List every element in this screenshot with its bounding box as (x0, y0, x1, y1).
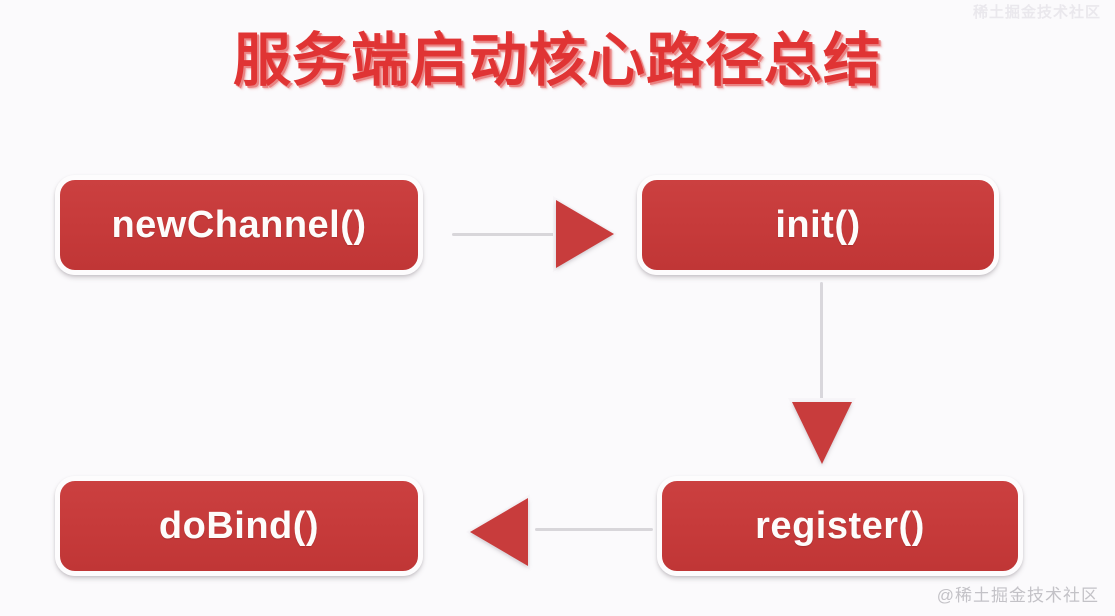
arrow-newchannel-to-init-line (452, 233, 567, 236)
node-init[interactable]: init() (637, 175, 999, 275)
arrow-init-to-register-line (820, 282, 823, 410)
watermark-top-right: 稀土掘金技术社区 (972, 4, 1101, 21)
node-label: register() (755, 505, 925, 547)
page-title: 服务端启动核心路径总结 (232, 28, 882, 93)
arrow-register-to-dobind-line (535, 528, 653, 531)
node-label: doBind() (158, 505, 320, 547)
node-label: init() (775, 204, 861, 246)
arrow-left-icon (470, 498, 528, 566)
node-do-bind[interactable]: doBind() (55, 476, 423, 576)
watermark-bottom-right: @稀土掘金技术社区 (936, 586, 1099, 605)
node-new-channel[interactable]: newChannel() (55, 175, 423, 275)
node-label: newChannel() (111, 204, 367, 246)
node-register[interactable]: register() (657, 476, 1023, 576)
arrow-down-icon (792, 402, 852, 464)
arrow-right-icon (556, 200, 614, 268)
